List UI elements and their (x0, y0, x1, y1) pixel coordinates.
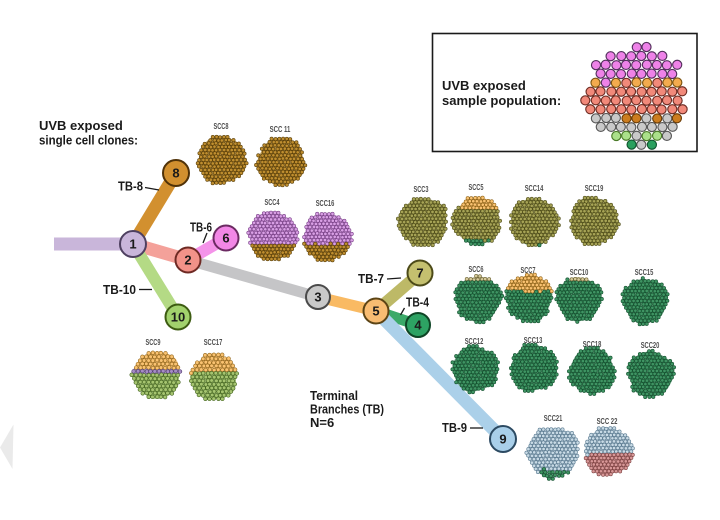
svg-text:4: 4 (414, 318, 422, 333)
svg-text:TB-7: TB-7 (358, 272, 384, 286)
svg-text:TB-9: TB-9 (442, 421, 467, 435)
svg-text:SCC19: SCC19 (585, 184, 604, 193)
svg-text:SCC20: SCC20 (641, 341, 660, 350)
svg-text:sample population:: sample population: (442, 93, 561, 108)
svg-text:SCC21: SCC21 (544, 414, 563, 423)
svg-text:6: 6 (222, 231, 229, 246)
svg-text:SCC10: SCC10 (570, 268, 589, 277)
svg-text:UVB exposed: UVB exposed (442, 78, 526, 93)
svg-text:SCC 11: SCC 11 (270, 125, 291, 134)
svg-text:2: 2 (184, 253, 191, 268)
svg-text:SCC15: SCC15 (635, 268, 654, 277)
svg-text:TB-10: TB-10 (103, 283, 136, 297)
svg-text:N=6: N=6 (310, 415, 334, 430)
svg-text:SCC7: SCC7 (521, 266, 536, 275)
svg-text:SCC6: SCC6 (469, 265, 484, 274)
svg-text:1: 1 (129, 237, 136, 252)
svg-text:SCC14: SCC14 (525, 184, 544, 193)
svg-text:5: 5 (372, 304, 379, 319)
svg-text:7: 7 (416, 266, 423, 281)
svg-text:8: 8 (172, 166, 179, 181)
svg-text:SCC8: SCC8 (214, 122, 229, 131)
svg-text:Branches (TB): Branches (TB) (310, 402, 384, 417)
svg-text:Terminal: Terminal (310, 388, 358, 403)
svg-text:single cell clones:: single cell clones: (39, 133, 138, 148)
svg-text:9: 9 (499, 432, 506, 447)
svg-text:3: 3 (314, 290, 321, 305)
svg-text:SCC5: SCC5 (469, 183, 484, 192)
svg-text:TB-8: TB-8 (118, 180, 143, 194)
svg-text:UVB exposed: UVB exposed (39, 118, 123, 133)
svg-text:SCC17: SCC17 (204, 338, 223, 347)
svg-text:SCC9: SCC9 (146, 338, 161, 347)
svg-text:SCC12: SCC12 (465, 337, 484, 346)
svg-text:10: 10 (171, 310, 185, 325)
svg-text:SCC4: SCC4 (265, 198, 280, 207)
svg-text:TB-6: TB-6 (190, 221, 212, 235)
svg-text:SCC16: SCC16 (316, 199, 335, 208)
svg-text:SCC18: SCC18 (583, 340, 602, 349)
svg-text:SCC 22: SCC 22 (597, 417, 618, 426)
svg-text:SCC3: SCC3 (414, 185, 429, 194)
svg-text:TB-4: TB-4 (406, 296, 429, 310)
svg-text:SCC13: SCC13 (524, 336, 543, 345)
